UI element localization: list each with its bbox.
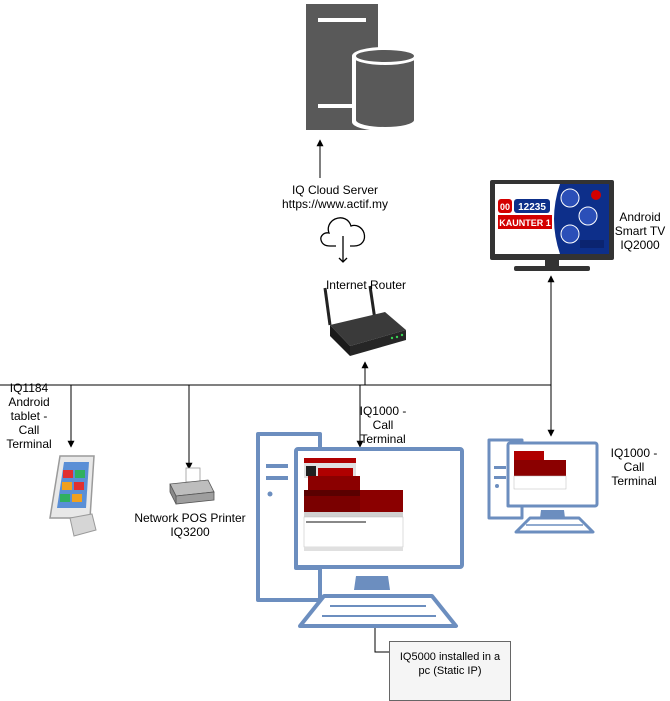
pc-note-box: IQ5000 installed in a pc (Static IP): [389, 641, 511, 701]
tablet-label-line-5: Terminal: [6, 437, 52, 451]
tablet-label-line-4: Call: [18, 423, 40, 437]
router-icon: [323, 285, 406, 356]
tablet-icon: [49, 455, 97, 537]
iq1000-right-line-3: Terminal: [611, 474, 657, 488]
smart-tv-label: Android Smart TV IQ2000: [612, 210, 668, 252]
cloud-server-title: IQ Cloud Server: [291, 183, 379, 197]
smart-tv-label-line-2: Smart TV: [614, 224, 666, 238]
printer-icon: [169, 467, 215, 505]
tv-badge-text: 00: [500, 202, 510, 212]
printer-label-line-1: Network POS Printer: [134, 511, 246, 525]
iq1000-center-label: IQ1000 - Call Terminal: [356, 404, 410, 446]
server-icon: [306, 4, 418, 131]
printer-label-line-2: IQ3200: [170, 525, 210, 539]
cloud-upload-icon: [320, 217, 366, 263]
database-icon: [352, 47, 418, 131]
desktop-pc-icon: [256, 432, 464, 628]
tablet-label-line-3: tablet -: [10, 409, 48, 423]
smart-tv-label-line-3: IQ2000: [620, 238, 660, 252]
tablet-label-line-1: IQ1184: [9, 381, 49, 395]
pc-note-connector: [374, 628, 389, 653]
internet-router-label: Internet Router: [325, 278, 407, 292]
tv-number-text: 12235: [518, 202, 546, 213]
smart-tv-label-line-1: Android: [619, 210, 661, 224]
printer-label: Network POS Printer IQ3200: [128, 511, 252, 539]
smart-tv-icon: 00 12235 KAUNTER 1: [490, 180, 614, 271]
iq1000-right-line-2: Call: [623, 460, 645, 474]
tablet-label: IQ1184 Android tablet - Call Terminal: [4, 381, 54, 451]
small-pc-icon: [487, 438, 599, 534]
cloud-server-url: https://www.actif.my: [281, 197, 389, 211]
iq1000-center-line-1: IQ1000 -: [359, 404, 407, 418]
iq1000-center-line-2: Call: [372, 418, 394, 432]
tv-counter-text: KAUNTER 1: [499, 218, 551, 228]
iq1000-right-label: IQ1000 - Call Terminal: [606, 446, 662, 488]
pc-note-line-2: pc (Static IP): [418, 665, 482, 677]
pc-note-line-1: IQ5000 installed in a: [399, 651, 501, 663]
iq1000-center-line-3: Terminal: [360, 432, 406, 446]
iq1000-right-line-1: IQ1000 -: [610, 446, 658, 460]
cloud-server-label: IQ Cloud Server https://www.actif.my: [270, 183, 400, 211]
tablet-label-line-2: Android: [8, 395, 50, 409]
